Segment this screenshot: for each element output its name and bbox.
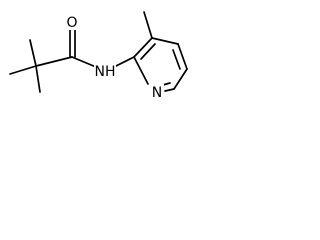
bond-ring-c4-c5-double-inner	[172, 49, 181, 70]
ring-nitrogen-label: N	[152, 85, 162, 101]
bond-quaternary-carbon-methyl-bottom	[35, 65, 41, 93]
bond-ring-c6-n-double-outer	[164, 88, 175, 92]
amide-nitrogen-label: NH	[95, 64, 116, 80]
bond-quaternary-carbon-carbonyl	[35, 56, 73, 67]
bond-carbonyl-amide-nitrogen	[71, 56, 97, 68]
bonds	[9, 11, 188, 93]
bond-ring-c2-c3-double-inner	[140, 43, 156, 60]
bond-quaternary-carbon-methyl-left	[9, 65, 37, 75]
bond-ring-n-c2	[133, 56, 149, 85]
bond-ring-c2-c3-double-outer	[133, 37, 153, 58]
bond-ring-c3-c4	[151, 37, 179, 45]
bond-ring-c3-methyl	[143, 11, 153, 39]
bond-amide-nitrogen-ring	[113, 56, 135, 68]
oxygen-label: O	[66, 15, 77, 31]
bond-quaternary-carbon-methyl-top	[29, 39, 37, 67]
bond-ring-c4-c5-double-outer	[177, 43, 188, 70]
atom-labels: O NH N	[66, 14, 164, 101]
chemical-structure: O NH N	[9, 11, 188, 101]
structure-canvas: O NH N	[0, 0, 216, 128]
bond-ring-c6-n-double-inner	[162, 82, 171, 86]
bond-ring-c5-c6	[173, 68, 188, 90]
